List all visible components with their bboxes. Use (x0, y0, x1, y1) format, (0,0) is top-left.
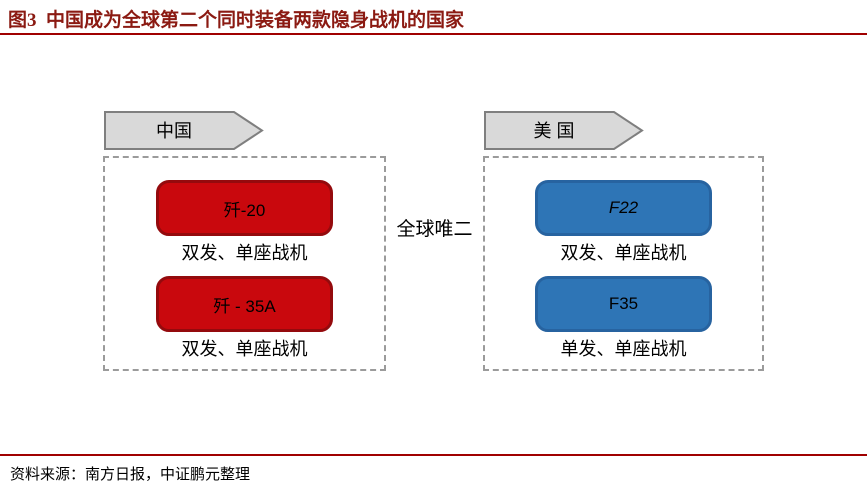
usa-tab-label: 美 国 (533, 121, 574, 141)
f22-label: F22 (608, 198, 639, 217)
usa-panel: F22 双发、单座战机 F35 单发、单座战机 (483, 156, 764, 371)
source-divider (0, 454, 867, 456)
figure-title: 图3 中国成为全球第二个同时装备两款隐身战机的国家 (8, 10, 465, 31)
title-divider (0, 33, 867, 35)
china-tab: 中国 (104, 111, 264, 150)
j35a-label: 歼 - 35A (213, 296, 276, 316)
j20-chip: 歼-20 (156, 180, 333, 236)
j20-label: 歼-20 (223, 200, 266, 220)
j35a-chip: 歼 - 35A (156, 276, 333, 332)
f22-chip: F22 (535, 180, 712, 236)
usa-tab: 美 国 (484, 111, 644, 150)
f35-desc: 单发、单座战机 (560, 339, 687, 359)
china-panel: 歼-20 双发、单座战机 歼 - 35A 双发、单座战机 (103, 156, 386, 371)
f22-desc: 双发、单座战机 (560, 243, 687, 263)
usa-tab-shape (484, 111, 644, 150)
f35-label: F35 (608, 294, 639, 313)
source-note: 资料来源：南方日报，中证鹏元整理 (10, 466, 251, 483)
china-tab-label: 中国 (156, 121, 192, 141)
j35a-desc: 双发、单座战机 (181, 339, 308, 359)
f35-chip: F35 (535, 276, 712, 332)
center-label: 全球唯二 (396, 219, 473, 240)
china-tab-shape (104, 111, 264, 150)
j20-desc: 双发、单座战机 (181, 243, 308, 263)
